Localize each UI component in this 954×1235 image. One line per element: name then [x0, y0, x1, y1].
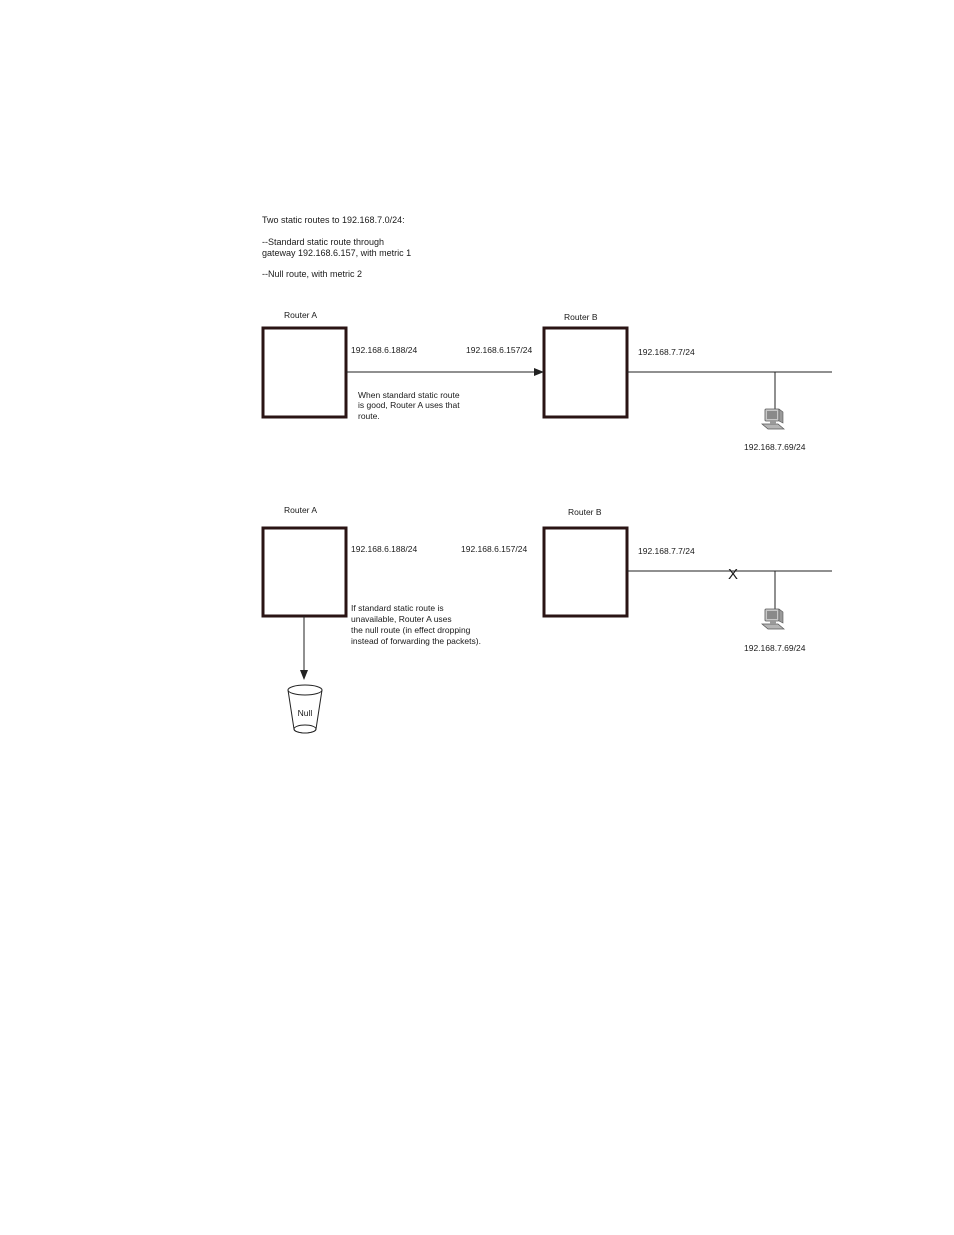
router-a-title: Router A — [284, 310, 317, 320]
scenario-route-good: Router A Router B 192.168.6.188/24 192.1… — [261, 310, 832, 452]
router-b-title: Router B — [564, 312, 598, 322]
router-b-ip: 192.168.6.157/24 — [466, 345, 532, 355]
router-b-lan-ip: 192.168.7.7/24 — [638, 347, 695, 357]
note-line: the null route (in effect dropping — [351, 625, 471, 635]
note-line: instead of forwarding the packets). — [351, 636, 481, 646]
router-a-box — [261, 326, 348, 419]
null-bin-icon: Null — [287, 684, 323, 734]
computer-icon — [761, 408, 785, 430]
router-b-box — [542, 326, 629, 419]
intro-standard-route-line-2: gateway 192.168.6.157, with metric 1 — [262, 248, 411, 258]
router-a-title: Router A — [284, 505, 317, 515]
router-b-box — [542, 526, 629, 618]
host-ip: 192.168.7.69/24 — [744, 442, 806, 452]
link-failure-mark: X — [728, 566, 738, 583]
note-line: route. — [358, 411, 380, 421]
intro-text: Two static routes to 192.168.7.0/24: --S… — [262, 215, 411, 279]
host-ip: 192.168.7.69/24 — [744, 643, 806, 653]
router-b-lan-ip: 192.168.7.7/24 — [638, 546, 695, 556]
note-route-unavailable: If standard static route is unavailable,… — [351, 603, 481, 646]
router-b-title: Router B — [568, 507, 602, 517]
intro-standard-route-line-1: --Standard static route through — [262, 237, 384, 247]
note-line: If standard static route is — [351, 603, 444, 613]
scenario-route-unavailable: Router A Router B 192.168.6.188/24 192.1… — [261, 505, 832, 734]
intro-title: Two static routes to 192.168.7.0/24: — [262, 215, 405, 225]
note-line: is good, Router A uses that — [358, 400, 460, 410]
intro-null-route-line: --Null route, with metric 2 — [262, 269, 362, 279]
computer-icon — [761, 608, 785, 630]
router-a-box — [261, 526, 348, 618]
note-route-good: When standard static route is good, Rout… — [358, 390, 460, 421]
null-label: Null — [298, 708, 313, 718]
router-b-ip: 192.168.6.157/24 — [461, 544, 527, 554]
router-a-ip: 192.168.6.188/24 — [351, 345, 417, 355]
note-line: unavailable, Router A uses — [351, 614, 452, 624]
router-a-ip: 192.168.6.188/24 — [351, 544, 417, 554]
note-line: When standard static route — [358, 390, 460, 400]
